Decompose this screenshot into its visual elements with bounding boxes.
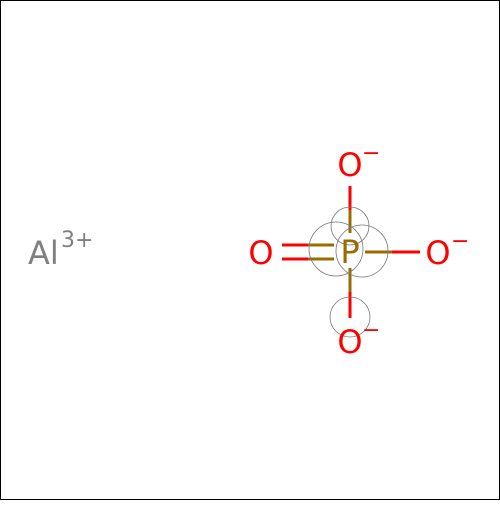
oxygen-bottom: O − — [337, 318, 380, 361]
phosphorus-symbol: P — [340, 233, 359, 271]
bonds — [282, 186, 420, 318]
oxygen-left-symbol: O — [248, 234, 273, 272]
aluminum-symbol: Al — [28, 234, 59, 272]
oxygen-right-symbol: O — [425, 234, 450, 272]
oxygen-left: O — [248, 234, 273, 272]
aluminum-cation: Al 3+ — [28, 228, 93, 272]
oxygen-top-charge: − — [362, 141, 380, 166]
oxygen-right-charge: − — [451, 229, 469, 254]
aluminum-charge: 3+ — [61, 228, 93, 253]
oxygen-right: O − — [425, 229, 469, 272]
oxygen-top: O − — [337, 141, 380, 184]
highlight-circle-bottom — [329, 296, 371, 338]
highlight-circle-left — [308, 221, 364, 277]
highlight-circle-right — [335, 224, 389, 278]
highlight-circles — [308, 206, 389, 338]
oxygen-bottom-charge: − — [362, 318, 380, 343]
oxygen-bottom-symbol: O — [337, 323, 362, 361]
oxygen-top-symbol: O — [337, 146, 362, 184]
